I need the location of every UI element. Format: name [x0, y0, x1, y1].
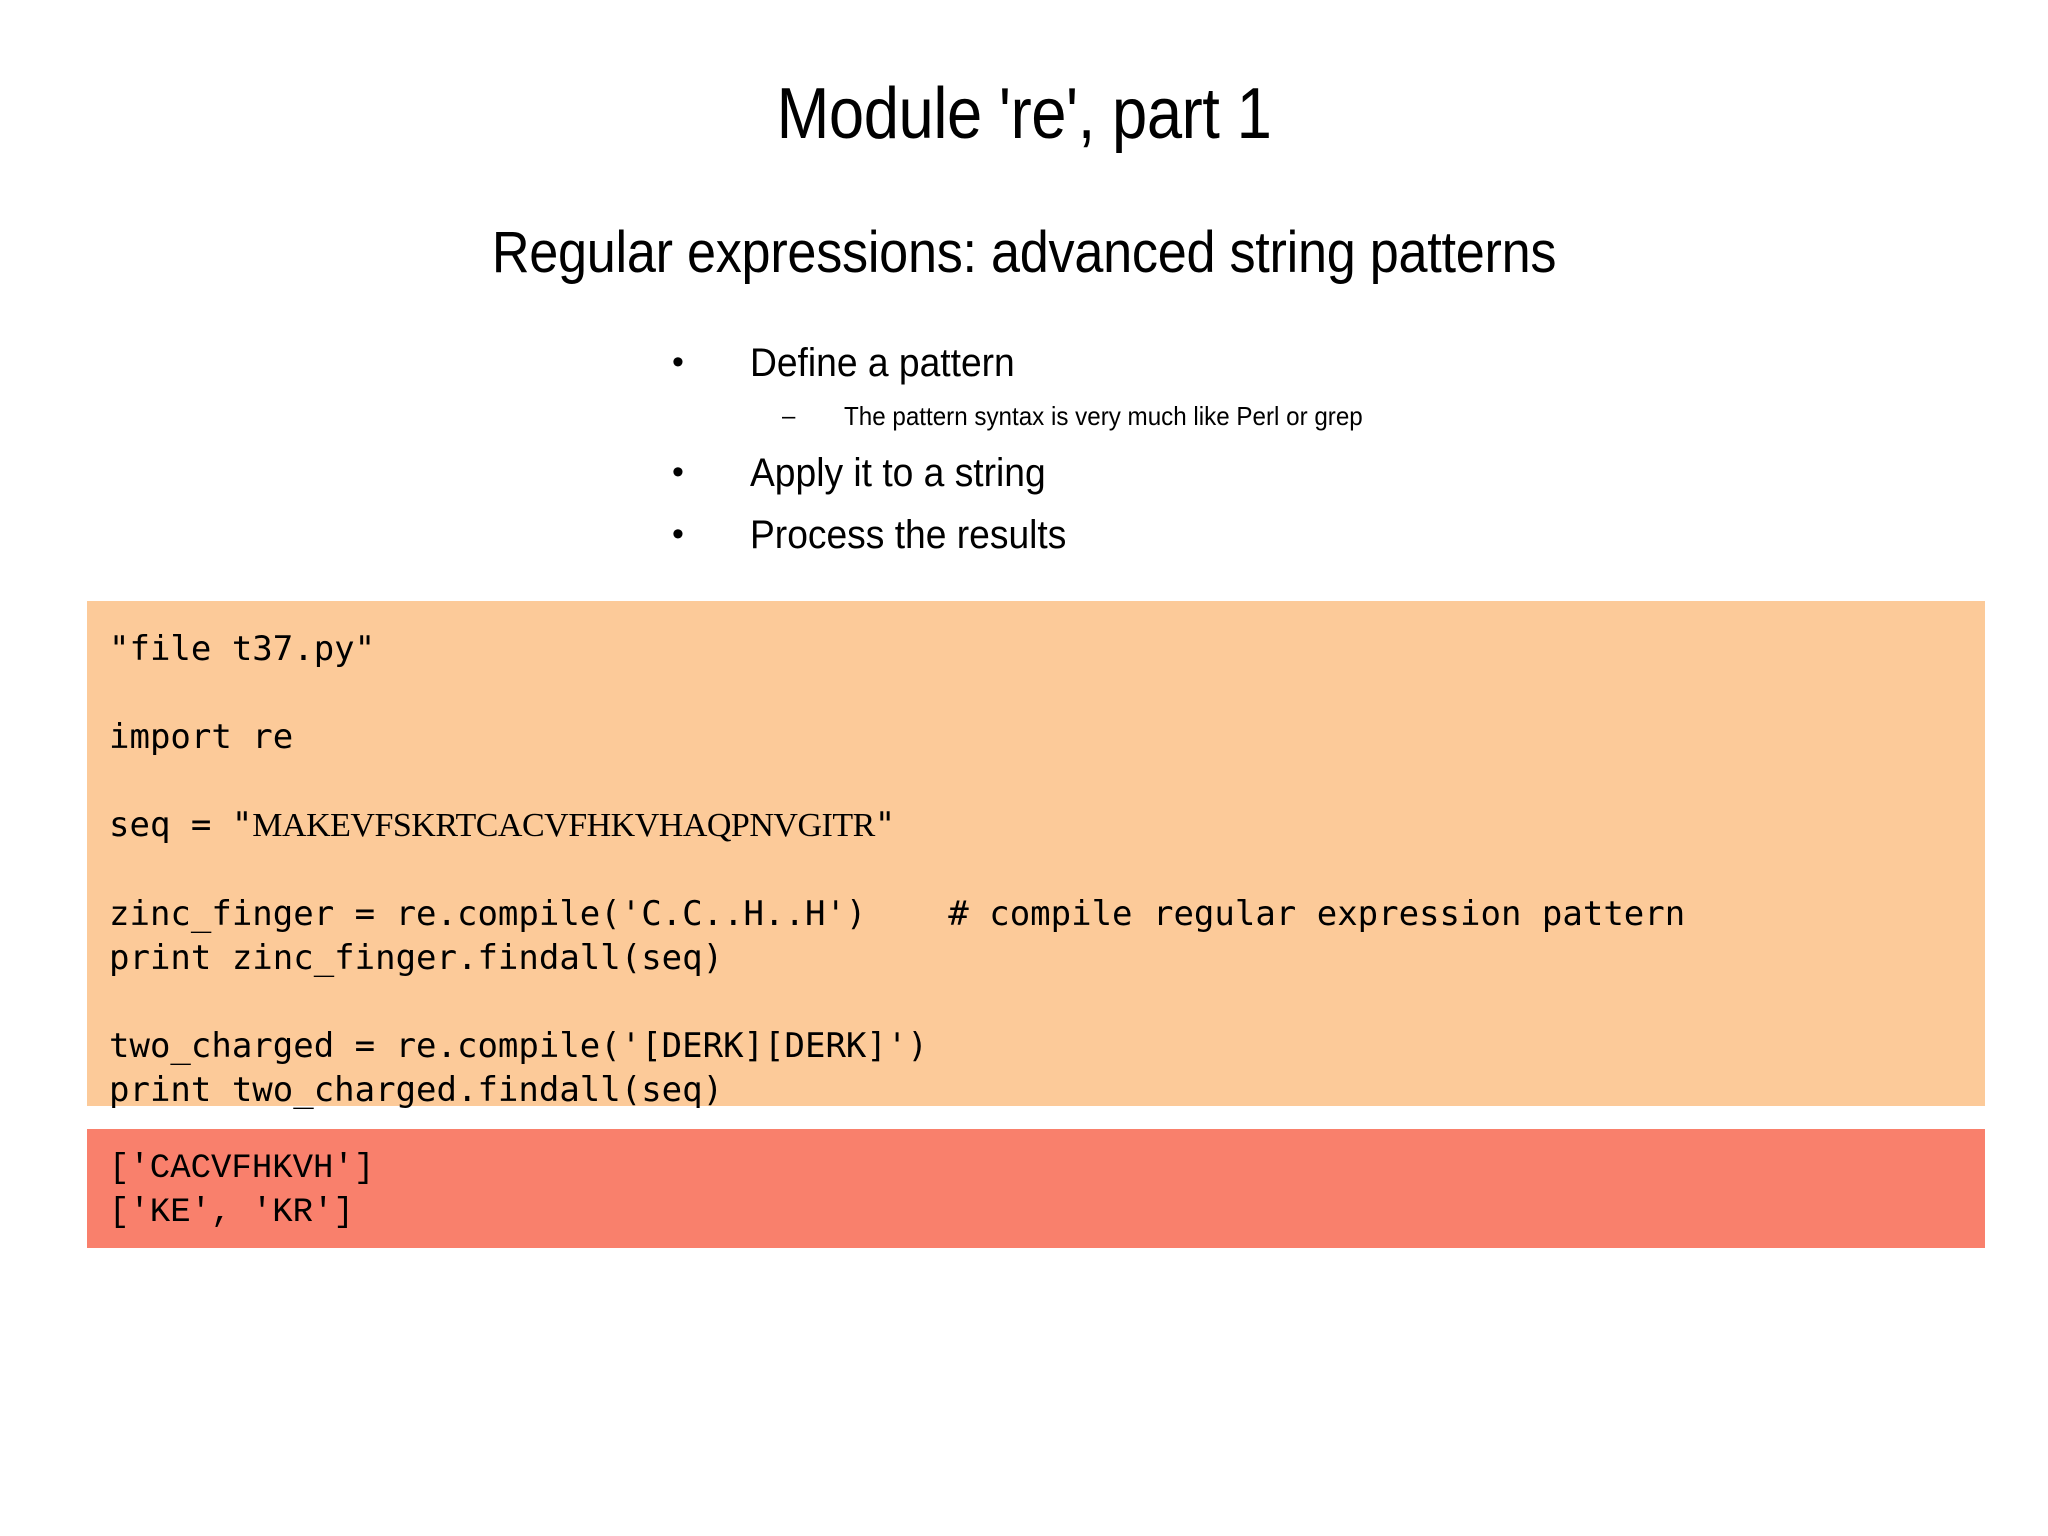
bullet-item-define-a-pattern: • Define a pattern [672, 340, 1872, 387]
output-block: ['CACVFHKVH'] ['KE', 'KR'] [87, 1129, 1985, 1248]
code-seq-suffix: " [874, 805, 896, 845]
bullet-item-process-the-results: • Process the results [672, 512, 1872, 559]
code-line-seq: seq = "MAKEVFSKRTCACVFHKVHAQPNVGITR" [109, 803, 1985, 848]
bullet-label: The pattern syntax is very much like Per… [844, 401, 1363, 432]
bullet-marker-icon: • [672, 514, 684, 553]
bullet-item-apply-it-to-a-string: • Apply it to a string [672, 450, 1872, 497]
code-line-zinc-finger: zinc_finger = re.compile('C.C..H..H') # … [109, 892, 1985, 936]
slide-title: Module 're', part 1 [776, 74, 1272, 154]
code-line-filename: "file t37.py" [109, 629, 376, 669]
code-block: "file t37.py" import re seq = "MAKEVFSKR… [87, 601, 1985, 1110]
bullet-list: • Define a pattern – The pattern syntax … [672, 340, 1872, 573]
code-gap [866, 894, 948, 934]
code-line-blank [109, 759, 1985, 803]
bullet-label: Define a pattern [750, 341, 1015, 385]
bullet-marker-icon: • [672, 453, 684, 492]
code-line-print-zinc-finger: print zinc_finger.findall(seq) [109, 938, 724, 978]
code-seq-value: MAKEVFSKRTCACVFHKVHAQPNVGITR [252, 807, 875, 844]
code-line-two-charged: two_charged = re.compile('[DERK][DERK]') [109, 1026, 928, 1066]
bullet-label: Process the results [750, 512, 1067, 557]
bullet-item-pattern-syntax: – The pattern syntax is very much like P… [782, 401, 1872, 432]
bullet-dash-marker-icon: – [782, 403, 796, 431]
output-line-two-charged-result: ['KE', 'KR'] [109, 1194, 354, 1232]
bullet-label: Apply it to a string [750, 451, 1046, 496]
output-line-zinc-finger-result: ['CACVFHKVH'] [109, 1150, 375, 1188]
code-line-blank [109, 848, 1985, 892]
code-line-print-two-charged: print two_charged.findall(seq) [109, 1070, 724, 1110]
slide-subtitle: Regular expressions: advanced string pat… [491, 220, 1557, 285]
code-zinc-finger-statement: zinc_finger = re.compile('C.C..H..H') [109, 894, 867, 934]
code-comment: # compile regular expression pattern [948, 894, 1686, 934]
code-seq-prefix: seq = " [109, 805, 253, 845]
code-line-import: import re [109, 717, 294, 757]
bullet-marker-icon: • [672, 343, 684, 381]
code-line-blank [109, 671, 1985, 715]
code-line-blank [109, 980, 1985, 1024]
